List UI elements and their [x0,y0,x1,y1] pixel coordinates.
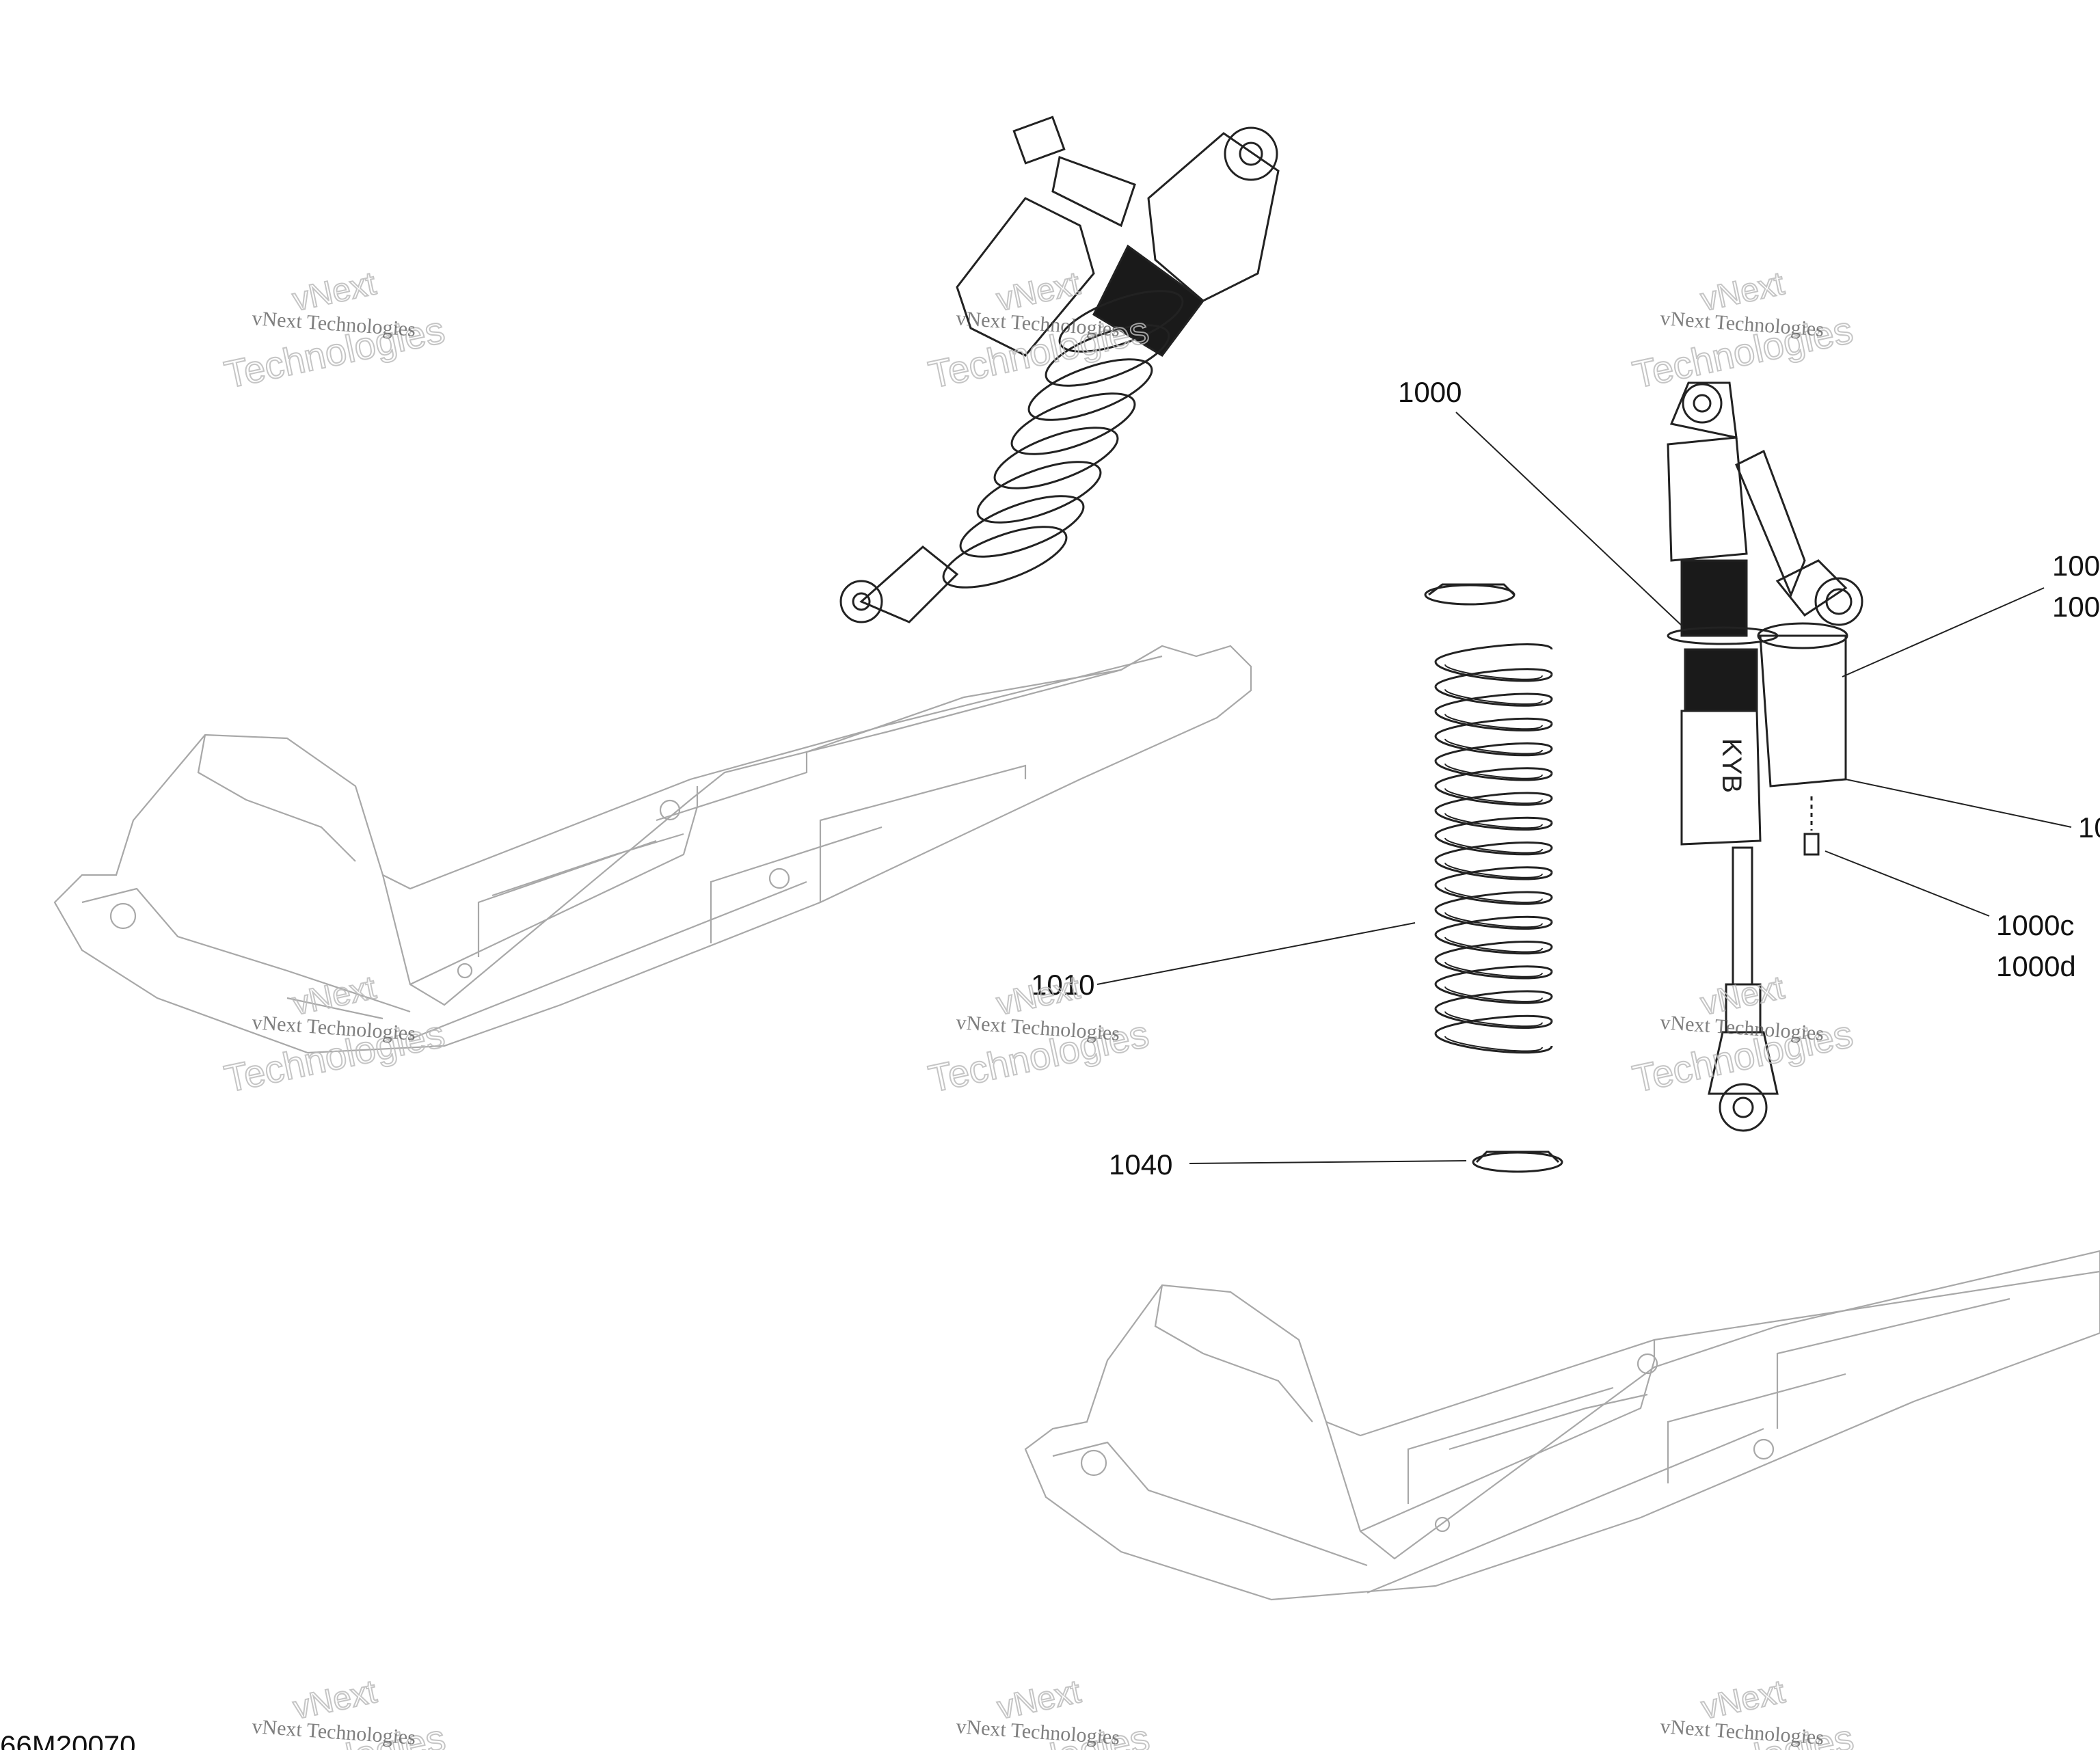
spring-coil-back [1434,990,1553,1010]
shock-assembly-top [839,116,1280,623]
spring-coil-back [1434,717,1553,737]
callout-1000: 1000 [1398,376,1462,408]
spring-coil-back [1434,792,1553,811]
figure-id: 66M20070 [0,1729,136,1750]
leader-lines [1096,412,2072,1164]
spring-coil-front [1434,736,1553,757]
spring-coil-back [1434,891,1553,911]
spring-coil-inner [1444,788,1543,805]
spring-coil-inner [1444,937,1543,953]
spring-coil-inner [1444,1036,1543,1052]
watermarks: vNext Technologies vNext Technologies vN… [220,265,1858,1750]
spring-coil-front [1434,958,1553,980]
spring-coil-back [1434,842,1553,861]
spring-coil-front [1434,909,1553,930]
spring-coil-front [1434,711,1553,731]
spring-coil-front [1434,686,1553,707]
callout-1000a-partial: 100 [2052,550,2100,582]
spring-coil-back [1434,866,1553,886]
spring-coil-inner [1444,986,1543,1003]
spring-coil-inner [1444,862,1543,878]
spring-coil-inner [1444,813,1543,829]
spring-coil-back [1434,816,1553,836]
spring-coil-inner [1444,912,1543,928]
callout-1040: 1040 [1109,1148,1172,1181]
callout-1000c: 1000c [1996,909,2074,941]
spring-coil-back [1434,915,1553,935]
spring-coil-inner [1444,763,1543,779]
callout-1000b-partial: 100 [2052,591,2100,623]
spring-coil-back [1434,692,1553,712]
spring-seat-upper [1424,583,1516,606]
spring-coil-back [1434,941,1553,960]
spring-seat-1040 [1472,1150,1563,1173]
spring-coil-back [1434,767,1553,787]
spring-coil-back [1434,742,1553,762]
spring-coil-inner [1444,714,1543,730]
callout-1000e-partial: 10 [2078,811,2100,844]
spring-coil-back [1434,668,1553,688]
spring-coil-inner [1444,887,1543,904]
spring-coil-front [1434,810,1553,831]
spring-coil-inner [1444,961,1543,978]
shock-top-spring [942,290,1184,589]
spring-coil-back [1434,1014,1553,1034]
leader-1000a [1842,587,2045,677]
spring-coil-front [1434,1033,1553,1054]
spring-coil-front [1434,661,1553,682]
spring-coil-inner [1444,837,1543,854]
leader-1040 [1189,1160,1467,1164]
shock-absorber-1000: KYB [1667,381,1863,1132]
spring-coil-front [1434,835,1553,856]
spring-1010 [1434,643,1553,1054]
spring-coil-inner [1444,664,1543,680]
leader-1010 [1096,922,1416,985]
ski-right [1024,1250,2100,1601]
callout-1000d: 1000d [1996,950,2076,982]
leader-1000c [1825,850,1990,917]
spring-coil-inner [1444,1011,1543,1027]
svg-text:KYB: KYB [1717,738,1747,793]
spring-coil-inner [1444,688,1543,705]
leader-1000e [1845,779,2072,828]
callouts: 1000 1010 1040 1000c 1000d 100 100 10 [1031,376,2100,1181]
ski-left [53,645,1252,1054]
spring-coil-front [1434,884,1553,905]
spring-coil-front [1434,785,1553,806]
callout-1010: 1010 [1031,969,1094,1001]
spring-coil-front [1434,983,1553,1004]
spring-coil-inner [1444,738,1543,755]
spring-coil-back [1434,965,1553,985]
spring-coil-front [1434,760,1553,781]
leader-1000 [1455,412,1682,626]
spring-coil-back [1434,643,1553,662]
spring-coil-front [1434,859,1553,880]
spring-coil-front [1434,934,1553,955]
spring-coil-front [1434,1008,1553,1029]
